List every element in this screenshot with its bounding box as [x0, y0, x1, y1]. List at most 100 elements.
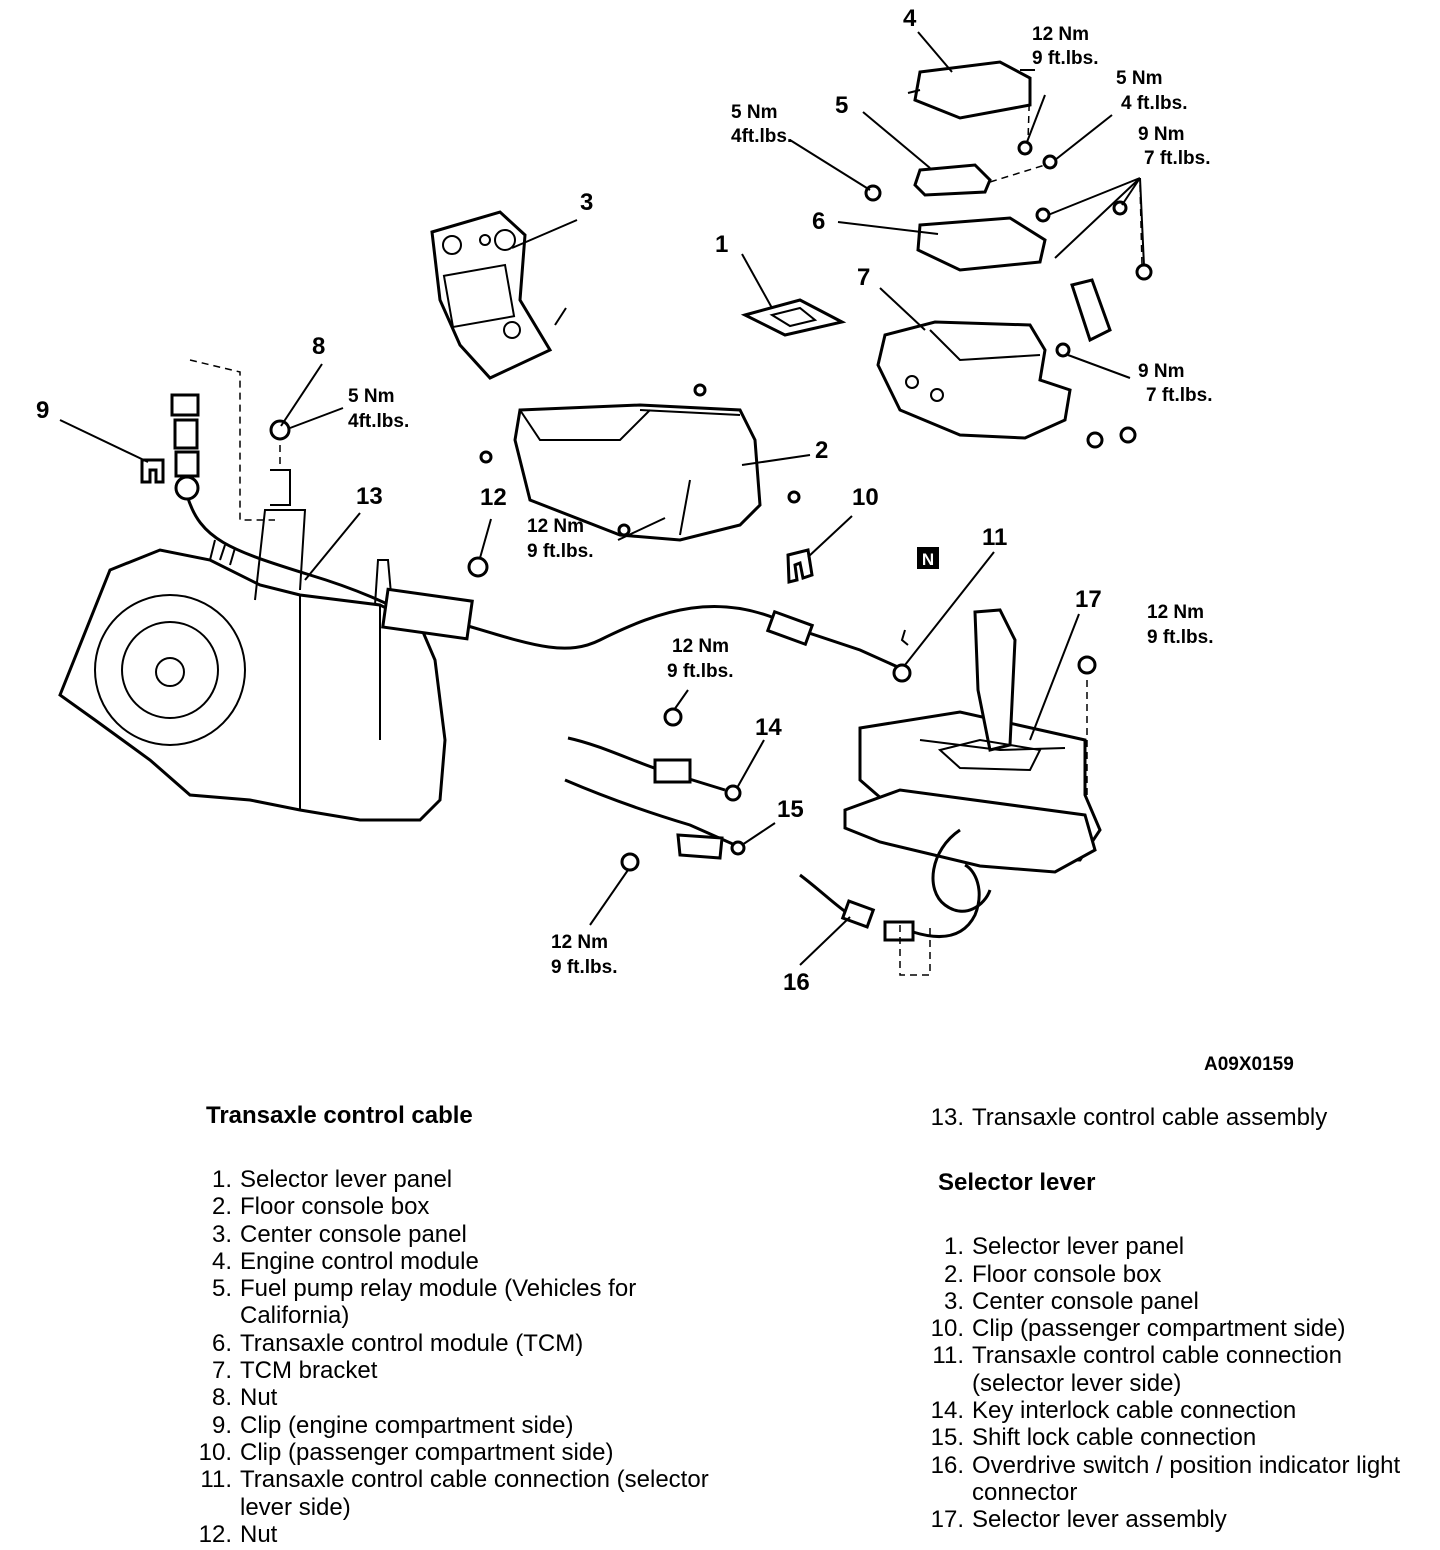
list-item-number: 12. [198, 1520, 232, 1548]
list-item-text: Transaxle control cable connection (sele… [972, 1342, 1342, 1397]
list-item-text: Clip (passenger compartment side) [240, 1438, 614, 1466]
list-item: 3. Center console panel [928, 1288, 1428, 1315]
exploded-parts-diagram: N [36, 5, 1294, 1075]
list-item: 15. Shift lock cable connection [928, 1424, 1428, 1451]
torque-7-ftlbs: 7 ft.lbs. [1146, 385, 1213, 406]
list-item: 5.Fuel pump relay module (Vehicles for C… [196, 1275, 716, 1330]
list-item-text: Floor console box [972, 1260, 1162, 1288]
n-marker-label: N [922, 550, 934, 569]
callout-11: 11 [982, 524, 1007, 551]
list-item-text: Nut [240, 1520, 278, 1548]
clip-9 [140, 458, 165, 484]
leader-lines [59, 31, 1145, 966]
list-item-number: 11. [200, 1466, 232, 1494]
list-item: 11.Transaxle control cable connection (s… [196, 1466, 716, 1521]
callout-17: 17 [1075, 586, 1102, 613]
list-item-number: 10. [930, 1315, 964, 1343]
callout-15: 15 [777, 796, 804, 823]
list-item: 13. Transaxle control cable assembly [928, 1104, 1428, 1131]
list-item: 12. Nut [196, 1521, 716, 1548]
list-item: 10. Clip (passenger compartment side) [928, 1315, 1428, 1342]
list-item: 14. Key interlock cable connection [928, 1397, 1428, 1424]
torque-4-top-nm: 12 Nm [1032, 24, 1089, 45]
list-item-text: Selector lever panel [240, 1166, 453, 1193]
legend-selector-lever: 13. Transaxle control cable assembly Sel… [928, 1104, 1428, 1534]
list-item: 7.TCM bracket [196, 1357, 716, 1384]
callout-10: 10 [852, 484, 879, 511]
list-item-number: 10. [198, 1438, 232, 1466]
list-item-text: Transaxle control module (TCM) [240, 1329, 584, 1357]
list-item-number: 8. [211, 1384, 232, 1412]
torque-12-nm: 12 Nm [527, 516, 584, 537]
list-item-number: 5. [211, 1275, 232, 1303]
list-item: 1.Selector lever panel [196, 1166, 716, 1193]
list-item-number: 9. [211, 1411, 232, 1439]
torque-8-nm: 5 Nm [348, 386, 394, 407]
legend-right-list: 1. Selector lever panel 2. Floor console bo… [928, 1233, 1428, 1533]
list-item-number: 6. [211, 1329, 232, 1357]
callout-8: 8 [312, 333, 325, 360]
transaxle-housing [58, 509, 447, 822]
list-item-number: 3. [211, 1220, 232, 1248]
list-item-number: 15. [930, 1424, 964, 1452]
list-item-text: Center console panel [240, 1220, 467, 1248]
nut-8 [269, 419, 291, 506]
callout-4: 4 [903, 5, 917, 32]
legend-right-heading: Selector lever [938, 1169, 1096, 1197]
callout-9: 9 [36, 397, 49, 424]
list-item-text: Shift lock cable connection [972, 1424, 1257, 1452]
torque-15-ftlbs: 9 ft.lbs. [551, 957, 618, 978]
list-item-number: 2. [211, 1193, 232, 1221]
callout-2: 2 [815, 437, 828, 464]
legend-transaxle-control-cable: Transaxle control cable 1.Selector lever… [196, 1102, 716, 1548]
cable-connection-11: N [892, 547, 939, 683]
tcm-bracket [876, 278, 1137, 449]
list-item-number: 2. [943, 1260, 964, 1288]
list-item-text: Floor console box [240, 1193, 430, 1221]
torque-15-nm: 12 Nm [551, 932, 608, 953]
list-item-text: Clip (passenger compartment side) [972, 1315, 1346, 1343]
callout-5: 5 [835, 92, 848, 119]
callout-13: 13 [356, 483, 383, 510]
callout-14: 14 [755, 714, 782, 741]
list-item: 4.Engine control module [196, 1248, 716, 1275]
torque-14-nm: 12 Nm [672, 636, 729, 657]
list-item: 3. Center console panel [196, 1221, 716, 1248]
torque-17-ftlbs: 9 ft.lbs. [1147, 627, 1214, 648]
selector-lever-assembly [843, 608, 1102, 976]
list-item: 6. Transaxle control module (TCM) [196, 1330, 716, 1357]
list-item-number: 4. [211, 1247, 232, 1275]
shift-lock-cable [564, 778, 746, 872]
callout-6: 6 [812, 208, 825, 235]
list-item-text: Selector lever assembly [972, 1506, 1227, 1534]
list-item-text: TCM bracket [240, 1357, 378, 1385]
list-item-number: 1. [943, 1233, 964, 1261]
list-item-text: Key interlock cable connection [972, 1397, 1297, 1425]
callout-7: 7 [857, 264, 870, 291]
torque-4-top-ftlbs: 9 ft.lbs. [1032, 48, 1099, 69]
list-item-text: Nut [240, 1384, 278, 1412]
torque-4-right-ftlbs: 4 ft.lbs. [1121, 93, 1188, 114]
list-item: 16.Overdrive switch / position indicator… [928, 1452, 1428, 1507]
key-interlock-cable [567, 707, 742, 802]
callout-3: 3 [580, 189, 593, 216]
torque-6-nm: 9 Nm [1138, 124, 1184, 145]
list-item: 10. Clip (passenger compartment side) [196, 1439, 716, 1466]
list-item-text: Center console panel [972, 1287, 1199, 1315]
torque-12-ftlbs: 9 ft.lbs. [527, 541, 594, 562]
transaxle-control-module [916, 184, 1153, 281]
list-item-number: 17. [930, 1506, 964, 1534]
list-item-number: 14. [930, 1397, 964, 1425]
list-item-number: 11. [932, 1342, 964, 1370]
list-item-text: Selector lever panel [972, 1233, 1185, 1261]
torque-4-right-nm: 5 Nm [1116, 68, 1162, 89]
torque-labels: 12 Nm 9 ft.lbs. 5 Nm 4 ft.lbs. 5 Nm 4ft.… [348, 24, 1214, 978]
legend-right-extra-item: 13. Transaxle control cable assembly [928, 1104, 1428, 1131]
torque-6-ftlbs: 7 ft.lbs. [1144, 148, 1211, 169]
list-item-number: 3. [943, 1287, 964, 1315]
torque-5-ftlbs: 4ft.lbs. [731, 126, 792, 147]
nut-12 [467, 556, 489, 578]
fuel-pump-relay-module [864, 154, 1058, 202]
list-item: 11. Transaxle control cable connection (s… [928, 1342, 1428, 1397]
